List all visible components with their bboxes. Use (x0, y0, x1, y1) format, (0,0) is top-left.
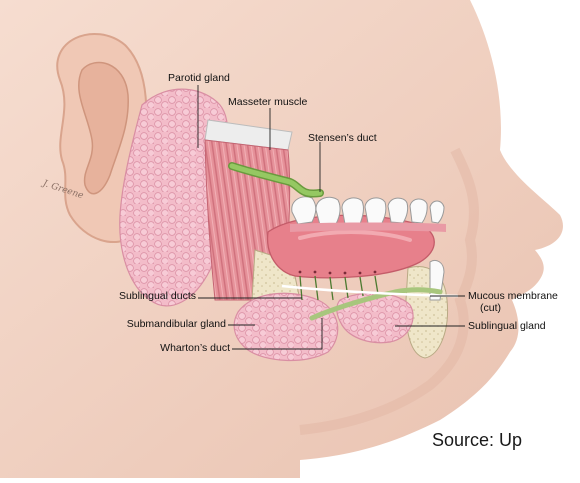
label-parotid-gland: Parotid gland (168, 72, 230, 84)
label-mucous-membrane-line1: Mucous membrane (468, 290, 558, 302)
label-stensens-duct: Stensen’s duct (308, 132, 377, 144)
source-caption: Source: Up (432, 430, 522, 451)
label-mucous-membrane: Mucous membrane (cut) (468, 290, 558, 314)
label-sublingual-ducts: Sublingual ducts (72, 290, 196, 302)
label-submandibular-gland: Submandibular gland (88, 318, 226, 330)
label-mucous-membrane-line2: (cut) (468, 302, 558, 314)
label-masseter-muscle: Masseter muscle (228, 96, 307, 108)
label-sublingual-gland: Sublingual gland (468, 320, 546, 332)
label-whartons-duct: Wharton’s duct (120, 342, 230, 354)
